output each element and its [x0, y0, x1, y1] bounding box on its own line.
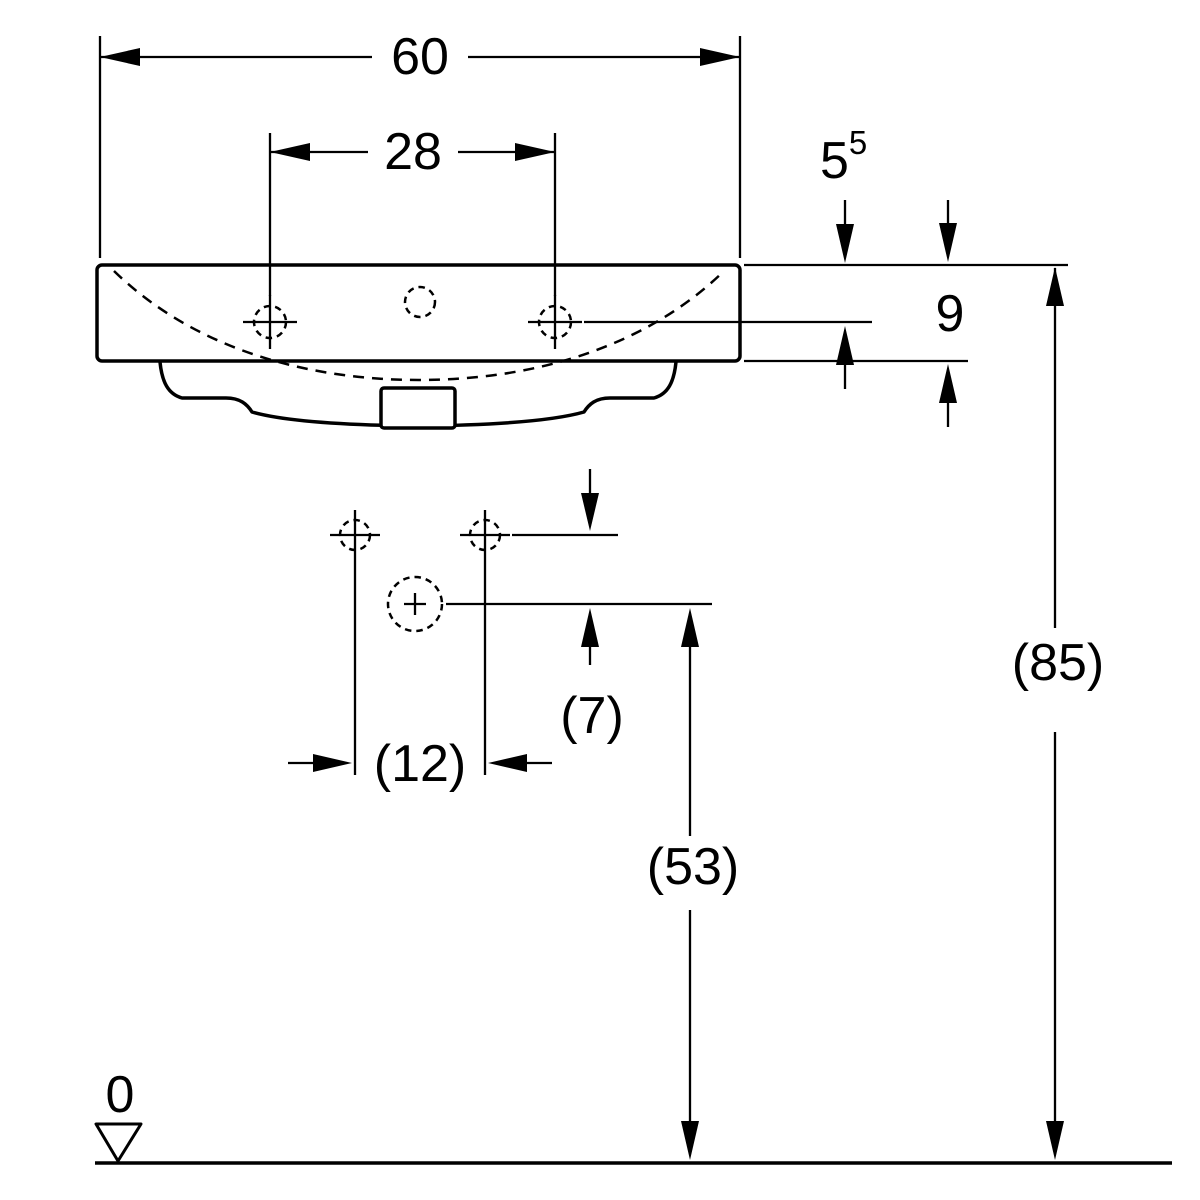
hole-pattern-view	[330, 510, 510, 633]
dim-overall-height: (85)	[744, 263, 1104, 1160]
dim-drain-height: (53)	[647, 608, 739, 1160]
datum-zero-label: 0	[106, 1066, 135, 1124]
dim-label-rim-height: 9	[936, 285, 965, 343]
arrowhead-right	[700, 48, 740, 66]
dim-label-superscript: 5	[849, 124, 867, 161]
basin-outline	[95, 263, 742, 363]
fixing-hole-left	[330, 510, 380, 560]
dim-fixing-spacing: (12)	[288, 560, 552, 793]
dim-label-fixing-to-drain: (7)	[560, 687, 624, 745]
fixing-hole-right	[460, 510, 510, 560]
dim-rim-to-taphole: 55	[584, 124, 872, 389]
dim-label-taphole-spacing: 28	[384, 123, 442, 181]
drain-hole	[386, 575, 444, 633]
dim-label-drain-height: (53)	[647, 838, 739, 896]
ground-datum: 0	[94, 1066, 1172, 1165]
arrowhead-left	[270, 143, 310, 161]
dim-overall-width: 60	[98, 28, 742, 258]
arrowhead-down	[681, 1121, 699, 1160]
arrowhead-down	[1046, 1121, 1064, 1160]
taphole-right	[528, 295, 582, 349]
arrowhead-up	[581, 608, 599, 647]
arrowhead-down	[581, 493, 599, 531]
dim-taphole-spacing: 28	[268, 123, 557, 296]
dim-label-overall-height: (85)	[1012, 634, 1104, 692]
datum-triangle-icon	[94, 1122, 143, 1163]
arrowhead-up	[836, 326, 854, 365]
dim-rim-height: 9	[744, 200, 968, 427]
dim-fixing-to-drain: (7)	[446, 469, 712, 745]
dim-label-main: 5	[820, 132, 849, 190]
drain-outlet	[379, 386, 457, 430]
overflow-hole	[403, 285, 437, 319]
arrowhead-down	[836, 224, 854, 263]
dim-label-rim-to-taphole: 55	[820, 124, 867, 190]
bowl-hidden-edge	[113, 270, 725, 382]
dim-label-fixing-spacing: (12)	[374, 735, 466, 793]
dim-label-width: 60	[391, 28, 449, 86]
drain-hole-circle	[386, 575, 444, 633]
arrowhead-up	[1046, 267, 1064, 306]
arrowhead-left	[488, 754, 527, 772]
arrowhead-left	[100, 48, 140, 66]
arrowhead-up	[939, 364, 957, 403]
arrowhead-up	[681, 608, 699, 647]
taphole-left	[243, 295, 297, 349]
arrowhead-right	[515, 143, 555, 161]
arrowhead-right	[313, 754, 352, 772]
front-view	[95, 263, 742, 430]
arrowhead-down	[939, 223, 957, 262]
